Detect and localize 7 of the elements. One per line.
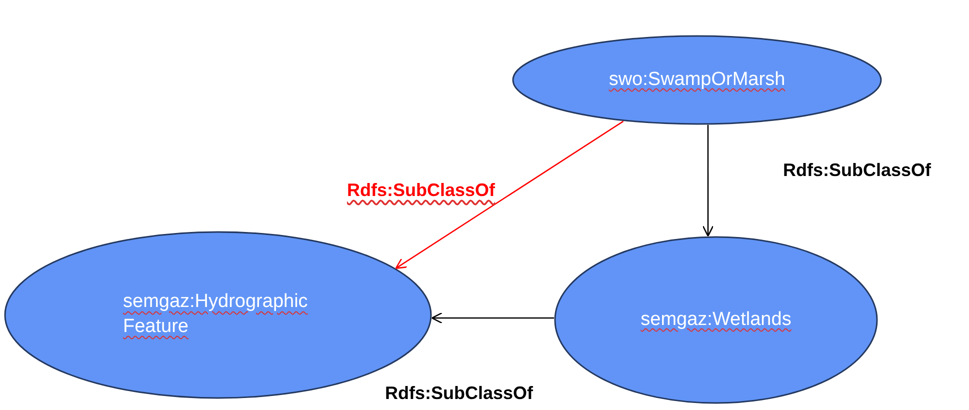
arrow (431, 312, 554, 324)
arrow (395, 120, 624, 269)
class-name: swo:SwampOrMarsh (608, 68, 786, 92)
edge-label: Rdfs:SubClassOf (345, 180, 498, 201)
class-name: semgaz:Wetlands (640, 308, 792, 332)
arrow (702, 124, 714, 237)
class-name: semgaz:Hydrographic Feature (123, 290, 309, 339)
